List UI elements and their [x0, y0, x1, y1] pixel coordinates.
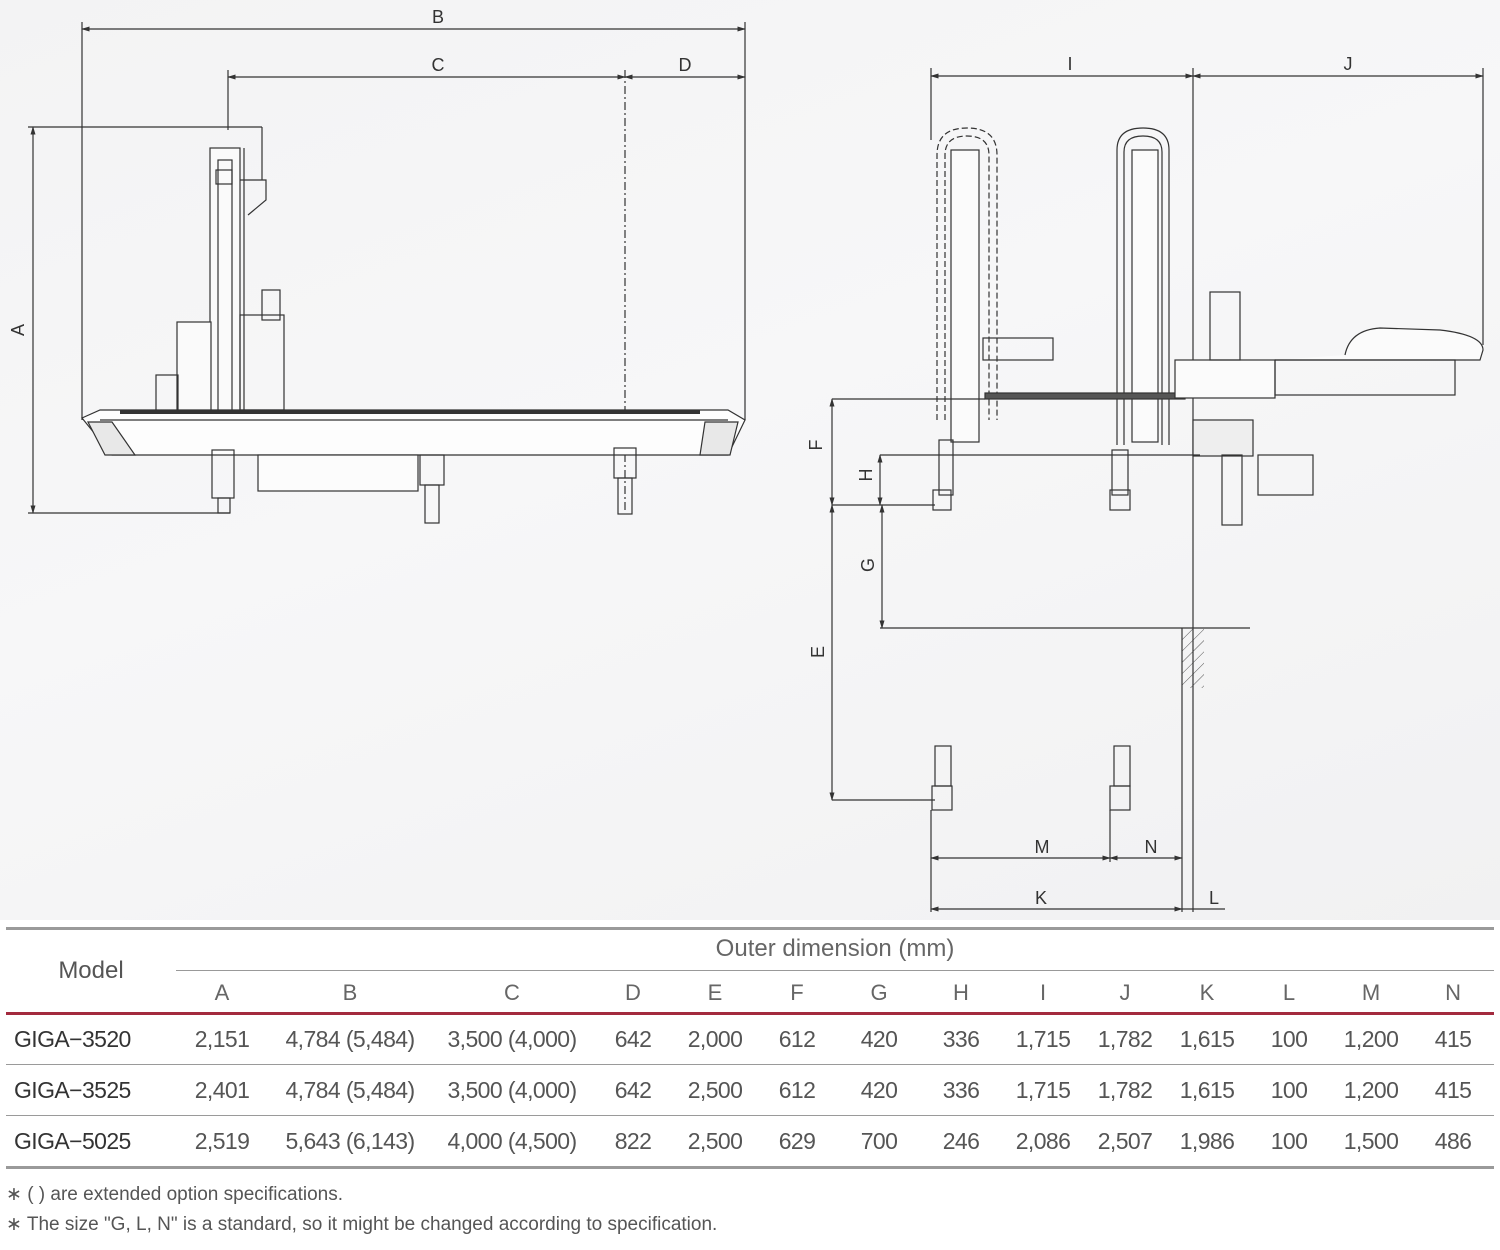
- column-header-h: H: [953, 979, 969, 1005]
- value-cell: 3,500 (4,000): [432, 1014, 592, 1065]
- column-header-i: I: [1039, 979, 1047, 1005]
- value-cell: 100: [1248, 1115, 1330, 1169]
- label-a: A: [8, 324, 28, 336]
- value-cell: 2,507: [1084, 1115, 1166, 1169]
- value-cell: 3,500 (4,000): [432, 1064, 592, 1116]
- side-view: [829, 68, 1484, 912]
- value-cell: 1,615: [1166, 1064, 1248, 1116]
- spec-table: Model Outer dimension (mm) A B C D E F G H I J K L M…: [6, 928, 1495, 1169]
- value-cell: 629: [756, 1115, 838, 1169]
- gripper-left: [211, 449, 235, 514]
- value-cell: 336: [920, 1014, 1002, 1065]
- technical-drawing-area: B C D A: [0, 0, 1500, 920]
- column-header-l: L: [1282, 979, 1296, 1005]
- column-header-c: C: [504, 979, 520, 1005]
- label-h: H: [856, 469, 876, 482]
- column-header-a: A: [214, 979, 230, 1005]
- label-c: C: [432, 55, 445, 75]
- value-cell: 415: [1412, 1014, 1495, 1065]
- label-m: M: [1035, 837, 1050, 857]
- value-cell: 642: [592, 1064, 674, 1116]
- value-cell: 612: [756, 1064, 838, 1116]
- model-cell: GIGA−3525: [6, 1064, 176, 1116]
- table-header-rule: [6, 1012, 1494, 1015]
- column-header-f: F: [790, 979, 804, 1005]
- label-j: J: [1344, 54, 1353, 74]
- column-header-k: K: [1199, 979, 1215, 1005]
- dimension-drawing: B C D A: [8, 7, 1484, 912]
- value-cell: 1,200: [1330, 1064, 1412, 1116]
- value-cell: 822: [592, 1115, 674, 1169]
- value-cell: 336: [920, 1064, 1002, 1116]
- value-cell: 100: [1248, 1014, 1330, 1065]
- gripper-mid: [419, 454, 445, 524]
- label-f: F: [806, 440, 826, 451]
- column-header-n: N: [1445, 979, 1461, 1005]
- value-cell: 415: [1412, 1064, 1495, 1116]
- value-cell: 420: [838, 1014, 920, 1065]
- column-header-d: D: [625, 979, 641, 1005]
- value-cell: 246: [920, 1115, 1002, 1169]
- label-k: K: [1035, 888, 1047, 908]
- value-cell: 420: [838, 1064, 920, 1116]
- value-cell: 1,782: [1084, 1014, 1166, 1065]
- value-cell: 642: [592, 1014, 674, 1065]
- value-cell: 1,715: [1002, 1014, 1084, 1065]
- model-cell: GIGA−3520: [6, 1014, 176, 1065]
- value-cell: 1,500: [1330, 1115, 1412, 1169]
- value-cell: 2,500: [674, 1064, 756, 1116]
- value-cell: 4,784 (5,484): [268, 1064, 432, 1116]
- value-cell: 1,715: [1002, 1064, 1084, 1116]
- value-cell: 1,200: [1330, 1014, 1412, 1065]
- value-cell: 2,500: [674, 1115, 756, 1169]
- model-cell: GIGA−5025: [6, 1115, 176, 1169]
- column-header-m: M: [1361, 979, 1381, 1005]
- footnotes: ∗ ( ) are extended option specifications…: [6, 1180, 717, 1240]
- value-cell: 2,086: [1002, 1115, 1084, 1169]
- gripper-right: [613, 447, 637, 515]
- value-cell: 2,519: [176, 1115, 268, 1169]
- value-cell: 1,986: [1166, 1115, 1248, 1169]
- value-cell: 1,615: [1166, 1014, 1248, 1065]
- label-i: I: [1067, 54, 1072, 74]
- column-header-b: B: [342, 979, 358, 1005]
- value-cell: 2,000: [674, 1014, 756, 1065]
- value-cell: 2,401: [176, 1064, 268, 1116]
- value-cell: 4,784 (5,484): [268, 1014, 432, 1065]
- label-e: E: [808, 646, 828, 658]
- value-cell: 100: [1248, 1064, 1330, 1116]
- front-view: [28, 22, 746, 524]
- outer-dimension-header: Outer dimension (mm): [176, 928, 1495, 971]
- column-header-g: G: [870, 979, 888, 1005]
- label-n: N: [1145, 837, 1158, 857]
- value-cell: 5,643 (6,143): [268, 1115, 432, 1169]
- value-cell: 2,151: [176, 1014, 268, 1065]
- label-b: B: [432, 7, 444, 27]
- label-d: D: [679, 55, 692, 75]
- value-cell: 700: [838, 1115, 920, 1169]
- footnote-1: ∗ ( ) are extended option specifications…: [6, 1184, 343, 1205]
- value-cell: 486: [1412, 1115, 1495, 1169]
- label-l: L: [1209, 888, 1219, 908]
- column-header-j: J: [1119, 979, 1131, 1005]
- model-header: Model: [58, 957, 124, 984]
- label-g: G: [858, 558, 878, 572]
- footnote-2: ∗ The size "G, L, N" is a standard, so i…: [6, 1214, 718, 1235]
- column-header-e: E: [707, 979, 723, 1005]
- value-cell: 4,000 (4,500): [432, 1115, 592, 1169]
- value-cell: 612: [756, 1014, 838, 1065]
- value-cell: 1,782: [1084, 1064, 1166, 1116]
